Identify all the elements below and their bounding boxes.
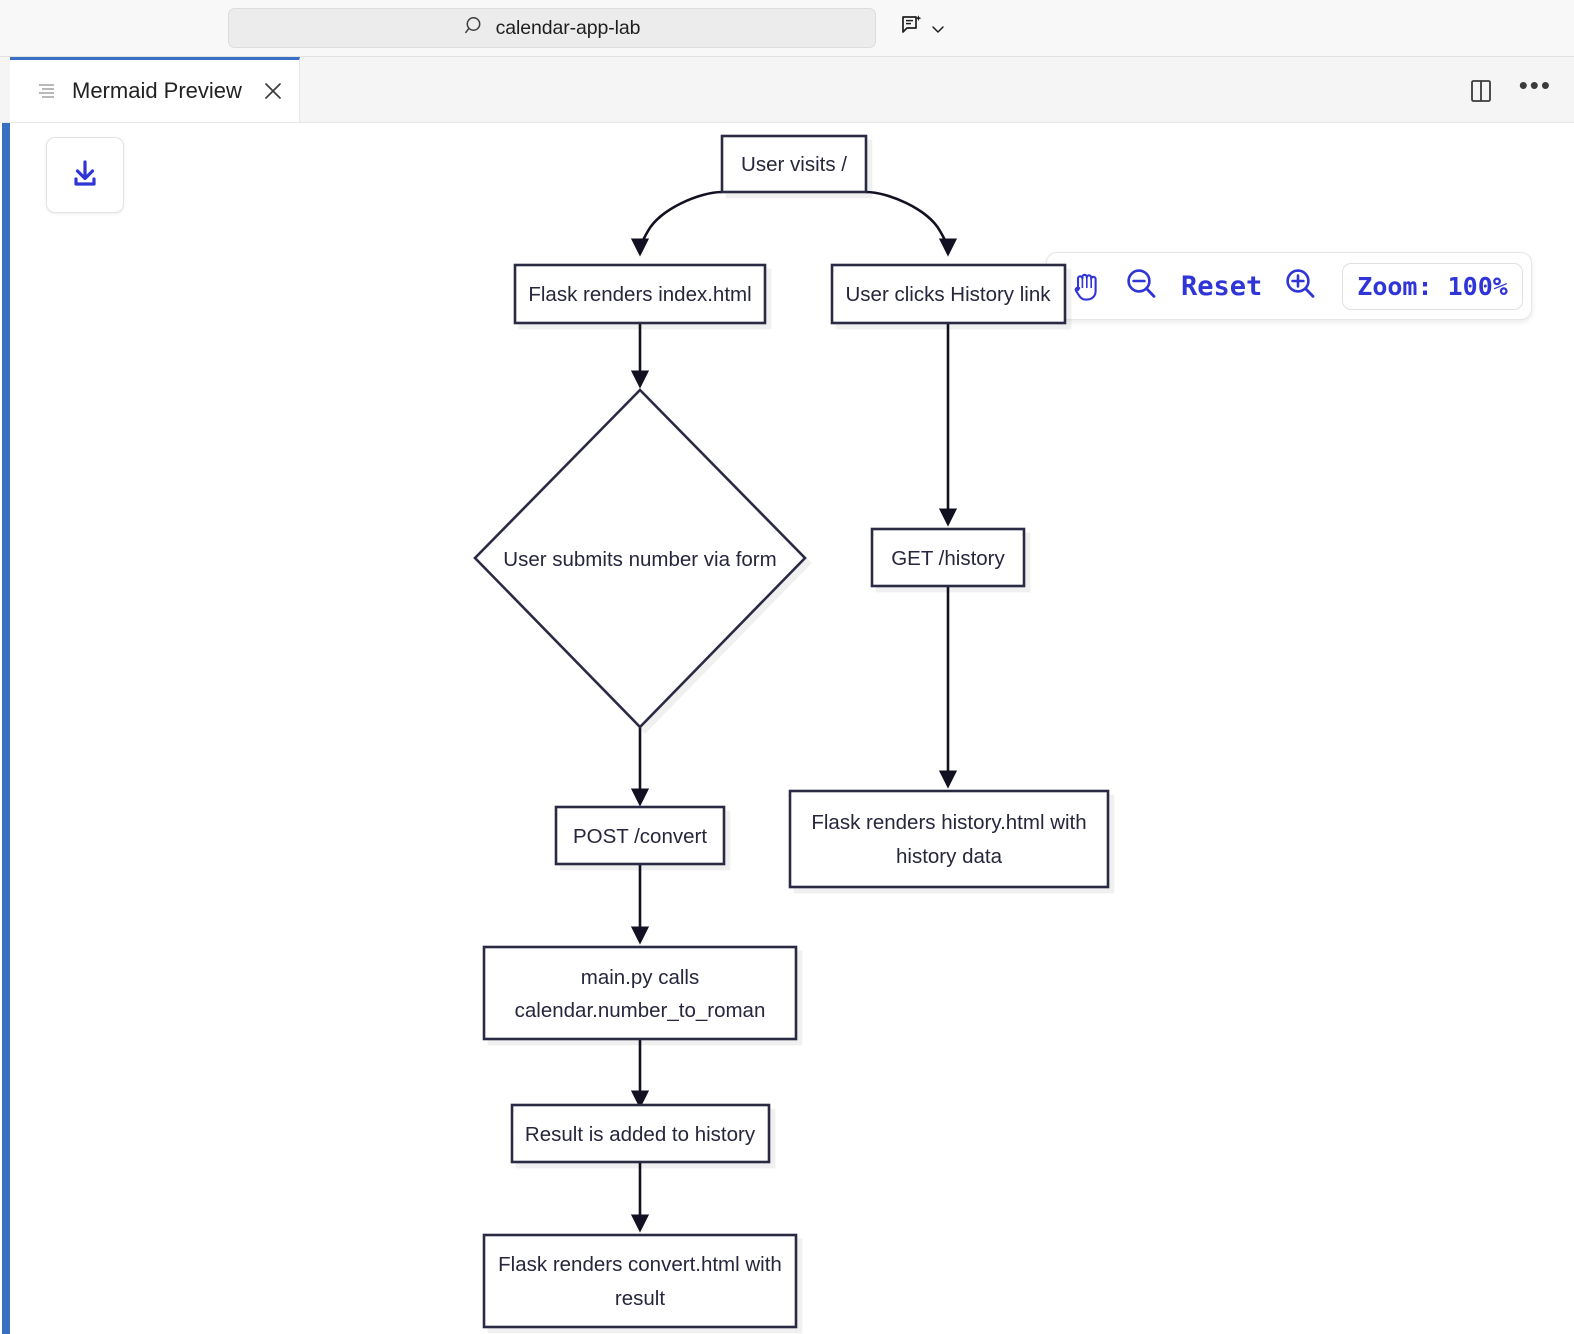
zoom-out-icon <box>1121 264 1163 309</box>
tab-label: Mermaid Preview <box>72 78 242 103</box>
flow-node-result-added-history[interactable]: Result is added to history <box>510 1103 771 1164</box>
mermaid-flowchart: User visits / Flask renders index.html U… <box>473 134 1110 1329</box>
zoom-in-button[interactable] <box>1280 264 1322 309</box>
flow-node-flask-renders-convert[interactable]: Flask renders convert.html with result <box>482 1233 798 1329</box>
title-bar: calendar-app-lab <box>0 0 1574 57</box>
flow-node-user-visits[interactable]: User visits / <box>720 134 868 194</box>
chevron-down-icon <box>930 21 944 35</box>
flow-node-label-line2: history data <box>896 845 1003 868</box>
flow-node-main-py-calls[interactable]: main.py calls calendar.number_to_roman <box>482 945 798 1041</box>
tab-bar-actions: ••• <box>1467 57 1552 122</box>
flow-node-flask-renders-history[interactable]: Flask renders history.html with history … <box>788 789 1110 889</box>
flow-node-label-line1: Flask renders convert.html with <box>498 1253 782 1276</box>
copilot-menu[interactable] <box>900 10 944 46</box>
command-center-value: calendar-app-lab <box>495 16 641 39</box>
zoom-toolbar: Reset Zoom: 100% <box>1046 252 1532 320</box>
flow-node-label: GET /history <box>891 547 1005 570</box>
zoom-in-icon <box>1280 264 1322 309</box>
hand-pan-icon <box>1065 264 1107 309</box>
flow-node-label-line1: main.py calls <box>581 966 700 989</box>
split-editor-icon[interactable] <box>1467 77 1493 103</box>
close-icon[interactable] <box>262 80 284 102</box>
more-actions-icon[interactable]: ••• <box>1518 69 1552 100</box>
flow-node-label-line1: Flask renders history.html with <box>811 811 1086 834</box>
tab-mermaid-preview[interactable]: Mermaid Preview <box>10 57 300 122</box>
search-icon <box>464 15 486 42</box>
flow-node-label: Flask renders index.html <box>528 283 751 306</box>
flow-node-label-line2: result <box>615 1287 665 1310</box>
flow-node-user-clicks-history[interactable]: User clicks History link <box>830 263 1067 325</box>
reset-zoom-button[interactable]: Reset <box>1177 271 1266 302</box>
flow-node-post-convert[interactable]: POST /convert <box>554 805 726 866</box>
preview-lines-icon <box>36 80 58 102</box>
download-icon <box>66 154 104 197</box>
mermaid-preview-pane: Reset Zoom: 100% <box>0 123 1574 1334</box>
zoom-level-display: Zoom: 100% <box>1342 262 1523 310</box>
flow-node-label-line2: calendar.number_to_roman <box>515 999 766 1022</box>
zoom-out-button[interactable] <box>1121 264 1163 309</box>
flow-node-label: POST /convert <box>573 825 707 848</box>
flow-node-user-submits-number[interactable]: User submits number via form <box>473 388 807 729</box>
copilot-chat-icon <box>900 14 924 43</box>
command-center-search[interactable]: calendar-app-lab <box>228 8 876 48</box>
edge-n1-n2 <box>630 190 723 257</box>
flow-node-label: User visits / <box>741 153 847 176</box>
flow-node-flask-renders-index[interactable]: Flask renders index.html <box>513 263 767 325</box>
flow-node-get-history[interactable]: GET /history <box>870 527 1026 588</box>
edge-n1-n3 <box>865 190 958 257</box>
flow-node-label: User clicks History link <box>845 283 1051 306</box>
download-button[interactable] <box>46 137 124 213</box>
flow-node-label: Result is added to history <box>525 1123 756 1146</box>
pan-button[interactable] <box>1065 264 1107 309</box>
flow-node-label: User submits number via form <box>503 548 776 571</box>
editor-group-accent-rail <box>2 123 10 1334</box>
tab-bar: Mermaid Preview ••• <box>0 57 1574 123</box>
